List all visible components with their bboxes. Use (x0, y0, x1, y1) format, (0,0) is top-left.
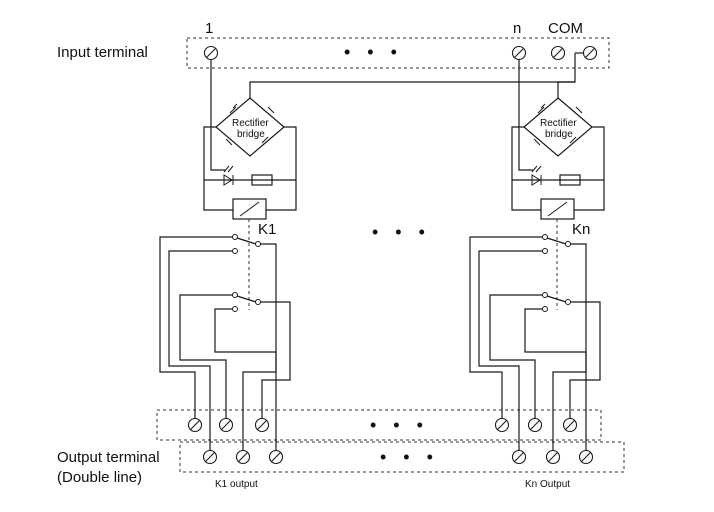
output-double-line-label: (Double line) (57, 469, 142, 486)
screw-terminal-out-upper-2 (218, 417, 234, 433)
k1-contact-1c (255, 241, 261, 247)
screw-terminal-out-upper-5 (527, 417, 543, 433)
kn-blade-2 (546, 295, 567, 303)
k1-rectifier-bridge (215, 97, 285, 157)
screw-terminal-out-lower-1 (202, 449, 218, 465)
k1-contact-1b (232, 248, 238, 254)
kn-wire-d (489, 294, 543, 425)
kn-coil-slash (547, 201, 568, 217)
screw-terminal-out-upper-6 (562, 417, 578, 433)
screw-terminal-input-com-b (582, 45, 598, 61)
kn-bridge-diodes (533, 103, 583, 146)
screw-terminal-input-1 (203, 45, 219, 61)
kn-contact-2c (565, 299, 571, 305)
kn-blade-1 (546, 237, 567, 245)
screw-terminal-out-lower-3 (268, 449, 284, 465)
k1-led (223, 174, 233, 186)
output-upper-ellipsis: • • • (370, 415, 429, 435)
screw-terminal-input-com-a (550, 45, 566, 61)
kn-contact-1b (542, 248, 548, 254)
kn-input-wire (518, 53, 533, 171)
output-lower-ellipsis: • • • (380, 447, 439, 467)
output-terminal-label: Output terminal (57, 449, 160, 466)
com-bus-wire-kn (557, 81, 575, 98)
kn-contact-1a (542, 234, 548, 240)
screw-terminal-out-lower-4 (511, 449, 527, 465)
channel-kn: Rectifier bridge Kn (469, 53, 605, 457)
kn-dc-rail-right (574, 126, 605, 211)
output-terminal-strip-lower (179, 441, 625, 473)
k1-contact-2c (255, 299, 261, 305)
k1-led-rays (223, 165, 234, 173)
k1-wire-e (214, 308, 277, 457)
kn-rectifier-bridge (523, 97, 593, 157)
kn-bridge-label-1: Rectifier (540, 118, 577, 129)
k1-bridge-label-1: Rectifier (232, 118, 269, 129)
k1-contact-1a (232, 234, 238, 240)
k1-contact-2b (232, 306, 238, 312)
kn-wire-a (469, 236, 543, 425)
kn-relay-label: Kn (572, 221, 590, 238)
screw-terminal-out-upper-3 (254, 417, 270, 433)
k1-relay-label: K1 (258, 221, 276, 238)
kn-led (531, 174, 541, 186)
screw-terminal-input-n (511, 45, 527, 61)
k1-blade-1 (236, 237, 257, 245)
k1-wire-f (260, 301, 291, 425)
k1-blade-2 (236, 295, 257, 303)
input-terminal-strip (186, 37, 610, 69)
k1-bridge-label-2: bridge (237, 129, 265, 140)
screw-terminal-out-upper-1 (187, 417, 203, 433)
k1-coil-slash (239, 201, 260, 217)
kn-led-rays (531, 165, 542, 173)
output-terminal-strip-upper (156, 409, 602, 441)
kn-output-label: Kn Output (525, 479, 570, 490)
k1-resistor (251, 174, 273, 186)
screw-terminal-out-lower-6 (578, 449, 594, 465)
input-n-label: n (513, 20, 521, 37)
k1-dc-rail-right (266, 126, 297, 211)
kn-wire-f (569, 301, 601, 425)
k1-contact-2a (232, 292, 238, 298)
kn-contact-1c (565, 241, 571, 247)
k1-output-label: K1 output (215, 479, 258, 490)
com-bus-wire-k1 (249, 53, 576, 98)
k1-wire-a (159, 236, 233, 425)
channel-k1: Rectifier bridge K1 (159, 53, 297, 457)
kn-contact-2b (542, 306, 548, 312)
kn-dc-rail-left (511, 126, 541, 211)
kn-wire-e (524, 308, 587, 457)
input-1-label: 1 (205, 20, 213, 37)
input-terminal-label: Input terminal (57, 44, 148, 61)
k1-bridge-diodes (225, 103, 275, 146)
input-ellipsis: • • • (344, 42, 403, 62)
kn-bridge-label-2: bridge (545, 129, 573, 140)
kn-resistor (559, 174, 581, 186)
relay-ellipsis: • • • (372, 222, 431, 242)
k1-input-wire (210, 53, 225, 171)
screw-terminal-out-lower-5 (545, 449, 561, 465)
k1-wire-d (179, 294, 233, 425)
screw-terminal-out-lower-2 (235, 449, 251, 465)
kn-contact-2a (542, 292, 548, 298)
k1-wire-b (168, 250, 233, 457)
kn-wire-b (478, 250, 543, 457)
screw-terminal-out-upper-4 (494, 417, 510, 433)
k1-dc-rail-left (203, 126, 233, 211)
input-com-label: COM (548, 20, 583, 37)
